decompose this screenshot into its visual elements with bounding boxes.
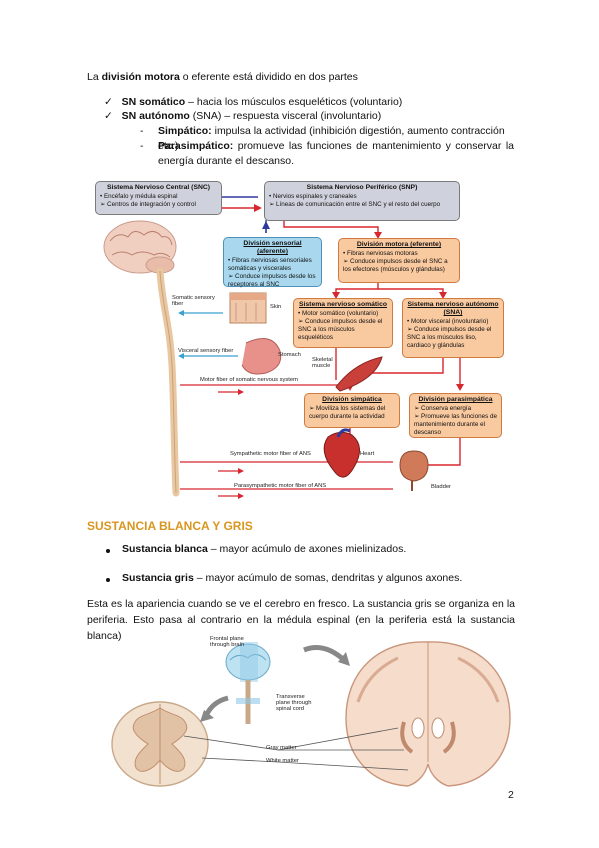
box-division-sensorial: División sensorial (aferente) • Fibras n… xyxy=(223,237,322,288)
label-skeletal-muscle: Skeletal muscle xyxy=(312,357,333,369)
intro-line: La división motora o eferente está divid… xyxy=(87,70,358,85)
skin-icon xyxy=(229,292,267,324)
page-number: 2 xyxy=(508,789,514,801)
label-frontal-plane: Frontal plane through brain xyxy=(210,636,245,648)
brain-icon xyxy=(103,220,177,274)
box-snc: Sistema Nervioso Central (SNC) • Encéfal… xyxy=(95,181,222,215)
dash-marker: - xyxy=(140,140,144,152)
section-title: SUSTANCIA BLANCA Y GRIS xyxy=(87,519,253,533)
skeletal-muscle-icon xyxy=(335,356,383,392)
label-sympathetic-fiber: Sympathetic motor fiber of ANS xyxy=(230,451,311,457)
dash-item-parasimpatico: Parasimpático: promueve las funciones de… xyxy=(158,140,514,167)
bladder-icon xyxy=(399,450,429,491)
intro-pre: La xyxy=(87,71,102,83)
checkmark-icon: ✓ xyxy=(104,96,113,108)
label-heart: Heart xyxy=(360,451,375,457)
bullet-icon xyxy=(106,578,110,582)
box-snp: Sistema Nervioso Periférico (SNP) • Nerv… xyxy=(264,181,460,221)
label-skin: Skin xyxy=(270,304,282,310)
check-item-somatico: ✓ SN somático – hacia los músculos esque… xyxy=(104,96,403,108)
heart-icon xyxy=(323,428,360,478)
label-gray-matter: Gray matter xyxy=(266,745,297,751)
label-visceral-sensory: Visceral sensory fiber xyxy=(178,348,234,354)
paragraph-apariencia: Esta es la apariencia cuando se ve el ce… xyxy=(87,598,515,642)
bullet-icon xyxy=(106,549,110,553)
bullet-sustancia-blanca: Sustancia blanca – mayor acúmulo de axon… xyxy=(122,543,407,555)
label-parasympathetic-fiber: Parasympathetic motor fiber of ANS xyxy=(234,483,327,489)
label-stomach: Stomach xyxy=(278,352,301,358)
box-sistema-somatico: Sistema nervioso somático • Motor somáti… xyxy=(293,298,393,348)
box-division-simpatica: División simpática ➢ Moviliza los sistem… xyxy=(304,393,400,428)
check-item-autonomo: ✓ SN autónomo (SNA) – respuesta visceral… xyxy=(104,110,382,122)
bullet-sustancia-gris: Sustancia gris – mayor acúmulo de somas,… xyxy=(122,572,463,584)
intro-post: o eferente está dividido en dos partes xyxy=(179,71,358,83)
spinal-cord-section-icon xyxy=(111,701,209,787)
box-division-parasimpatica: División parasimpática ➢ Conserva energí… xyxy=(409,393,502,438)
stomach-icon xyxy=(241,338,282,375)
intro-bold: división motora xyxy=(101,71,180,83)
small-brain-icon xyxy=(225,642,271,724)
label-white-matter: White matter xyxy=(266,758,299,764)
box-division-motora: División motora (eferente) • Fibras nerv… xyxy=(338,238,460,283)
checkmark-icon: ✓ xyxy=(104,110,113,122)
nervous-system-illustration xyxy=(103,193,464,499)
label-somatic-sensory: Somatic sensory fiber xyxy=(172,295,215,307)
box-sistema-autonomo: Sistema nervioso autónomo (SNA) • Motor … xyxy=(402,298,504,358)
dash-marker: - xyxy=(140,125,144,137)
label-bladder: Bladder xyxy=(431,484,451,490)
label-transverse-plane: Transverse plane through spinal cord xyxy=(276,694,312,712)
gray-white-matter-illustration xyxy=(111,641,511,787)
label-motor-fiber: Motor fiber of somatic nervous system xyxy=(200,377,298,383)
dash-item-simpatico: Simpático: impulsa la actividad (inhibic… xyxy=(158,125,505,152)
brain-coronal-section-icon xyxy=(345,641,511,787)
